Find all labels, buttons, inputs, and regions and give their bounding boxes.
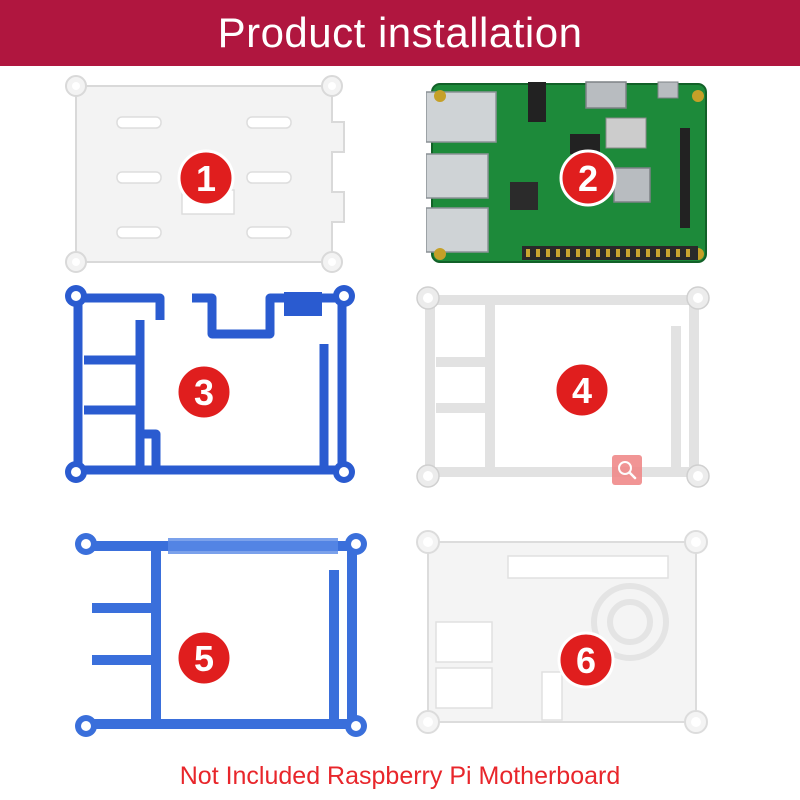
badge-4-number: 4 — [572, 370, 592, 411]
badge-5-number: 5 — [194, 638, 214, 679]
footer-note: Not Included Raspberry Pi Motherboard — [0, 756, 800, 796]
part-4-panel: 4 — [416, 286, 712, 492]
badge-4: 4 — [553, 361, 611, 419]
title-banner: Product installation — [0, 0, 800, 66]
part-3-panel: 3 — [64, 284, 356, 488]
part-1-panel: 1 — [62, 72, 354, 278]
zoom-button[interactable] — [612, 455, 642, 485]
page-title: Product installation — [217, 9, 583, 56]
zoom-icon — [618, 461, 637, 480]
blue-frame-layer-image: 3 — [65, 285, 355, 483]
raspberry-pi-board-image: 2 — [426, 81, 707, 263]
not-included-note: Not Included Raspberry Pi Motherboard — [179, 761, 621, 790]
clear-base-plate-image: 6 — [416, 530, 708, 734]
clear-frame-layer-image: 4 — [416, 286, 710, 488]
part-2-panel: 2 — [426, 78, 712, 268]
badge-2: 2 — [559, 149, 617, 207]
badge-1: 1 — [177, 149, 235, 207]
badge-3: 3 — [175, 363, 233, 421]
badge-6: 6 — [557, 631, 615, 689]
part-6-panel: 6 — [412, 522, 712, 742]
badge-2-number: 2 — [578, 158, 598, 199]
badge-3-number: 3 — [194, 372, 214, 413]
part-5-panel: 5 — [72, 530, 372, 740]
clear-top-cover-image: 1 — [65, 75, 345, 273]
blue-frame-layer-2-image: 5 — [75, 533, 367, 737]
badge-6-number: 6 — [576, 640, 596, 681]
badge-5: 5 — [175, 629, 233, 687]
badge-1-number: 1 — [196, 158, 216, 199]
